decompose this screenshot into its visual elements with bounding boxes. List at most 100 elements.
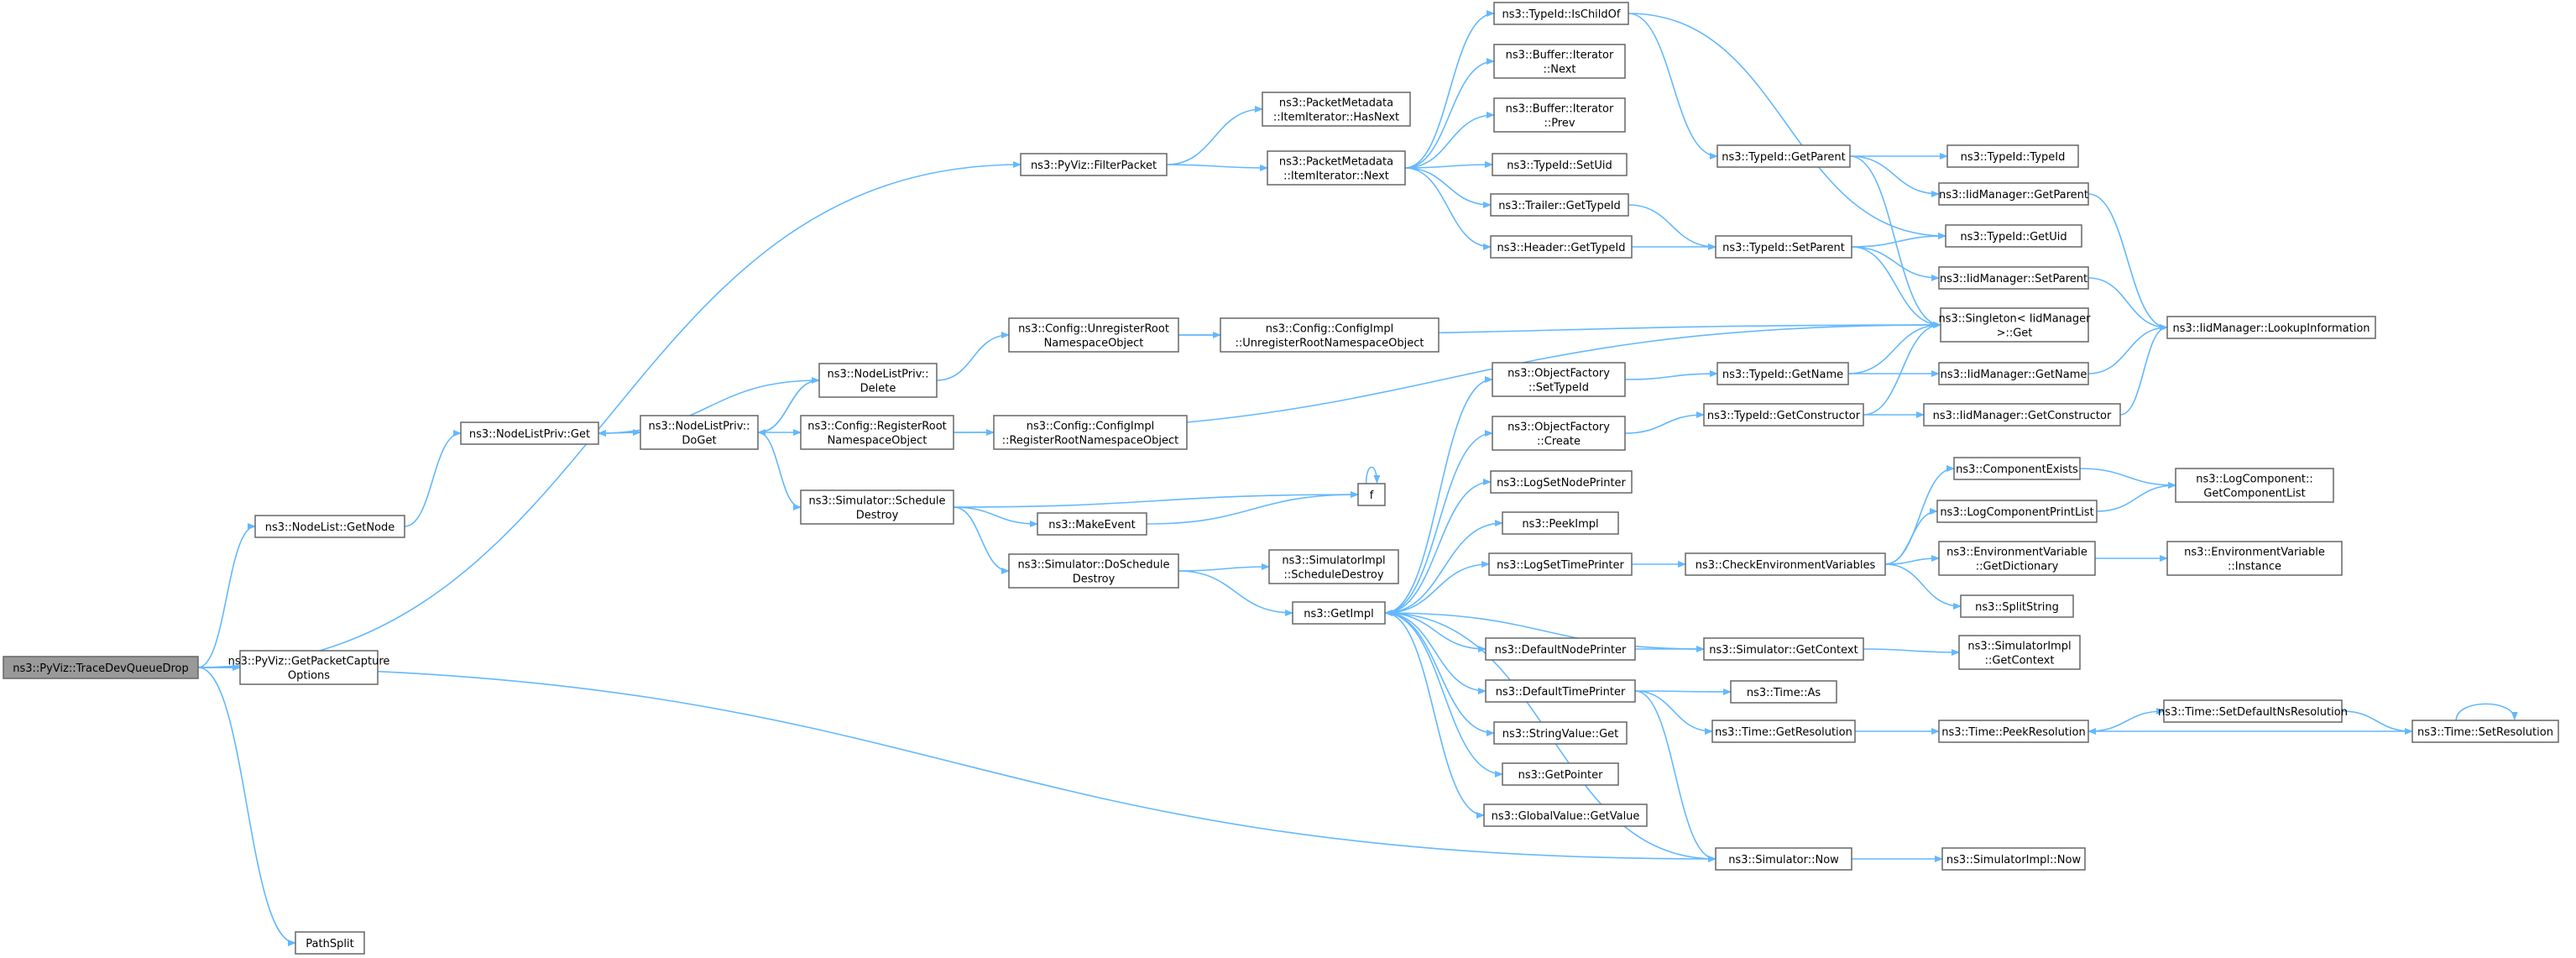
graph-node-filterPacket[interactable]: ns3::PyViz::FilterPacket [1020,153,1168,176]
node-label: Destroy [856,510,899,522]
node-label: ns3::GetImpl [1304,608,1374,620]
graph-node-globalValueGetValue[interactable]: ns3::GlobalValue::GetValue [1483,804,1648,827]
graph-node-timeSetRes[interactable]: ns3::Time::SetResolution [2411,720,2559,743]
graph-node-regRoot[interactable]: ns3::Config::RegisterRootNamespaceObject [800,415,954,450]
graph-node-simImplNow[interactable]: ns3::SimulatorImpl::Now [1941,847,2086,871]
node-label: ns3::Config::ConfigImpl [1266,323,1394,336]
edge-timePeekRes-to-timeSetDefaultNsRes [2087,708,2165,732]
graph-node-headerGetTypeId[interactable]: ns3::Header::GetTypeId [1490,235,1633,259]
node-label: ns3::TypeId::SetParent [1722,242,1845,254]
node-box [1502,762,1619,786]
graph-node-implUnregRoot[interactable]: ns3::Config::ConfigImpl::UnregisterRootN… [1220,317,1440,353]
edge-nodeListPrivDelete-to-nodeListPrivGet [598,380,820,437]
node-box [1960,594,2074,618]
graph-node-makeEvent[interactable]: ns3::MakeEvent [1037,512,1147,536]
node-box [1493,721,1628,745]
graph-node-simImplSchedDestroy[interactable]: ns3::SimulatorImpl::ScheduleDestroy [1268,549,1399,584]
graph-node-itemNext[interactable]: ns3::PacketMetadata::ItemIterator::Next [1267,150,1406,186]
graph-node-setParent[interactable]: ns3::TypeId::SetParent [1715,235,1852,259]
graph-node-componentExists[interactable]: ns3::ComponentExists [1953,457,2081,480]
graph-node-pathSplit[interactable]: PathSplit [295,931,365,955]
graph-node-peekImpl[interactable]: ns3::PeekImpl [1502,511,1619,535]
node-label: ns3::NodeListPriv::Get [469,428,590,441]
node-box [1268,549,1399,584]
graph-node-setUid[interactable]: ns3::TypeId::SetUid [1492,153,1628,176]
graph-node-lookupInfo[interactable]: ns3::IidManager::LookupInformation [2166,316,2376,339]
edge-root-to-pathSplit [197,667,296,946]
node-label: ns3::Time::PeekResolution [1941,726,2085,739]
node-box [3,656,199,679]
graph-node-getParent[interactable]: ns3::TypeId::GetParent [1716,144,1851,168]
graph-node-itemHasNext[interactable]: ns3::PacketMetadata::ItemIterator::HasNe… [1262,92,1411,127]
edge-ofSetTypeId-to-typeIdGetName [1624,370,1718,380]
graph-node-defaultNodePrinter[interactable]: ns3::DefaultNodePrinter [1485,637,1636,661]
node-label: ns3::IidManager::GetName [1941,369,2087,381]
graph-node-logSetTimePrinter[interactable]: ns3::LogSetTimePrinter [1488,552,1633,576]
graph-node-logSetNodePrinter[interactable]: ns3::LogSetNodePrinter [1490,470,1633,494]
graph-node-stringValueGet[interactable]: ns3::StringValue::Get [1493,721,1628,745]
graph-node-timeGetRes[interactable]: ns3::Time::GetResolution [1711,720,1856,743]
graph-node-timeSetDefaultNsRes[interactable]: ns3::Time::SetDefaultNsResolution [2158,699,2348,723]
graph-node-checkEnv[interactable]: ns3::CheckEnvironmentVariables [1685,552,1886,576]
node-box [1936,500,2098,523]
graph-node-iidSetParent[interactable]: ns3::IidManager::SetParent [1938,266,2089,290]
graph-node-getPointer[interactable]: ns3::GetPointer [1502,762,1619,786]
graph-node-isChildOf[interactable]: ns3::TypeId::IsChildOf [1493,2,1629,25]
graph-node-envInstance[interactable]: ns3::EnvironmentVariable::Instance [2166,541,2343,576]
node-label: ns3::MakeEvent [1048,519,1136,531]
node-label: ns3::PacketMetadata [1279,156,1393,169]
graph-node-defaultTimePrinter[interactable]: ns3::DefaultTimePrinter [1485,679,1636,703]
edge-root-to-filterPacket [197,161,1022,668]
edge-simGetContext-to-getImpl [1384,610,1705,650]
graph-node-bufNext[interactable]: ns3::Buffer::Iterator::Next [1493,44,1626,79]
graph-node-iidGetName[interactable]: ns3::IidManager::GetName [1938,362,2089,385]
graph-node-iidGetCtor[interactable]: ns3::IidManager::GetConstructor [1923,403,2121,427]
graph-node-ofCreate[interactable]: ns3::ObjectFactory::Create [1492,416,1626,451]
graph-node-unregRoot[interactable]: ns3::Config::UnregisterRootNamespaceObje… [1008,317,1179,353]
graph-node-nodeListPrivGet[interactable]: ns3::NodeListPriv::Get [460,421,599,445]
graph-node-bufPrev[interactable]: ns3::Buffer::Iterator::Prev [1493,97,1626,133]
graph-node-simNow[interactable]: ns3::Simulator::Now [1715,847,1852,871]
graph-node-trailerGetTypeId[interactable]: ns3::Trailer::GetTypeId [1490,193,1629,217]
node-label: ns3::Simulator::DoSchedule [1017,559,1169,572]
graph-node-ofSetTypeId[interactable]: ns3::ObjectFactory::SetTypeId [1492,362,1626,397]
graph-node-splitString[interactable]: ns3::SplitString [1960,594,2074,618]
graph-node-singleton[interactable]: ns3::Singleton< IidManager>::Get [1938,307,2091,343]
graph-node-timeAs[interactable]: ns3::Time::As [1730,680,1837,704]
edge-fNode-to-fNode [1365,466,1381,484]
graph-node-simGetContext[interactable]: ns3::Simulator::GetContext [1703,637,1864,661]
edge-getImpl-to-defaultTimePrinter [1384,612,1487,694]
graph-node-nodeListPrivDelete[interactable]: ns3::NodeListPriv::Delete [818,363,938,398]
graph-node-nodeListGetNode[interactable]: ns3::NodeList::GetNode [254,515,405,538]
node-label: ::ScheduleDestroy [1283,569,1383,582]
graph-node-iidGetParent[interactable]: ns3::IidManager::GetParent [1938,182,2089,206]
graph-node-envGetDict[interactable]: ns3::EnvironmentVariable::GetDictionary [1938,541,2096,576]
graph-node-getImpl[interactable]: ns3::GetImpl [1292,601,1386,625]
node-box [1037,512,1147,536]
edge-setParent-to-singleton [1851,246,1941,328]
graph-node-schedDestroy[interactable]: ns3::Simulator::ScheduleDestroy [800,489,954,525]
graph-node-getComponentList[interactable]: ns3::LogComponent::GetComponentList [2175,468,2334,503]
node-label: ns3::ComponentExists [1956,463,2078,476]
graph-node-root[interactable]: ns3::PyViz::TraceDevQueueDrop [3,656,199,679]
node-label: DoGet [682,435,716,448]
graph-node-timePeekRes[interactable]: ns3::Time::PeekResolution [1938,720,2089,743]
graph-node-nodeListPrivDoGet[interactable]: ns3::NodeListPriv::DoGet [640,415,759,450]
node-box [1946,144,2079,168]
graph-node-typeIdGetName[interactable]: ns3::TypeId::GetName [1716,362,1849,385]
edge-defaultTimePrinter-to-timeGetRes [1634,690,1713,735]
graph-node-getUid[interactable]: ns3::TypeId::GetUid [1945,224,2082,248]
graph-node-simImplGetContext[interactable]: ns3::SimulatorImpl::GetContext [1958,635,2081,670]
node-box [1493,97,1626,133]
graph-node-implRegRoot[interactable]: ns3::Config::ConfigImpl::RegisterRootNam… [993,415,1188,450]
node-box [2411,720,2559,743]
graph-node-typeIdGetCtor[interactable]: ns3::TypeId::GetConstructor [1703,403,1864,427]
node-label: ns3::NodeListPriv:: [827,369,928,381]
graph-node-typeIdCtor[interactable]: ns3::TypeId::TypeId [1946,144,2079,168]
node-box [2166,316,2376,339]
node-box [1292,601,1386,625]
graph-node-fNode[interactable]: f [1357,483,1386,506]
graph-node-logComponentPrintList[interactable]: ns3::LogComponentPrintList [1936,500,2098,523]
